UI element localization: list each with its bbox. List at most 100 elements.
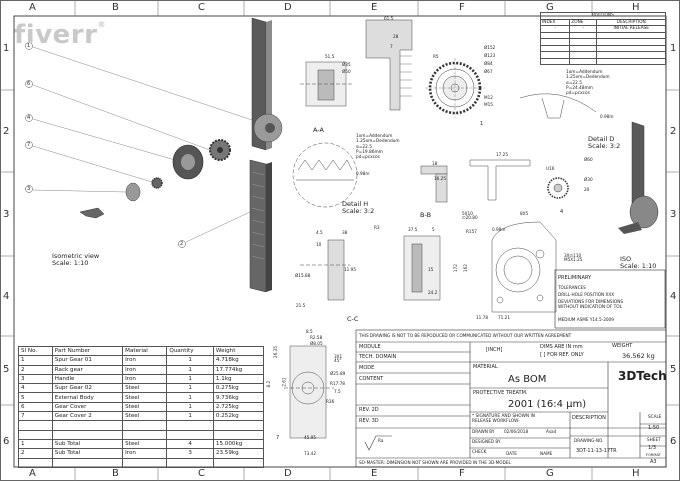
callout-gear-1: 1 [480,121,484,127]
dim-30: Ø30 [584,177,593,182]
zone-row-5: 5 [3,364,10,375]
bom-cell: 3 [18,373,53,385]
tolerance-line-3: DEVIATIONS FOR DIMENSIONS WITHOUT INDICA… [558,300,624,311]
dim-r3: R3 [374,225,380,230]
isometric-view-label: Isometric view Scale: 1:10 [52,252,100,268]
format-value: A3 [650,459,657,465]
bom-cell: Steel [122,411,168,422]
section-aa-view [300,19,413,111]
zone-row-3: 3 [3,209,10,220]
material-label: MATERIAL [473,364,498,370]
zone-col-b: B [112,2,119,13]
callout-gear-4: 4 [560,209,564,215]
bom-cell: 7 [18,411,53,422]
scale-value: 1:50 [648,425,660,431]
label-module: MODULE [359,344,381,350]
for-ref-only: [ ] FOR REF. ONLY [540,352,584,358]
bom-cell: 4.718kg [212,355,265,366]
dim-26-35: 26.35 [272,346,278,359]
description-label: DESCRIPTION [572,415,606,421]
zone-col-h-bottom: H [632,468,640,479]
sheet-value: 1/3 [648,445,657,451]
dim-7-5: 7.5 [334,389,341,394]
treatment-value: 2001 (16:4 μm) [508,399,587,410]
label-content: CONTENT [359,376,384,382]
bom-total-cell: 1 [18,438,53,450]
bom-cell: 1 [166,401,214,413]
weight-label: WEIGHT [612,343,633,349]
drawing-no-label: DRAWING-NO. [574,438,604,443]
bom-header-part: Part Number [51,345,124,357]
drawn-by-label: DRAWN BY [472,429,495,434]
watermark-mark: ® [97,20,106,29]
dim-3x1: 3X1 45° [334,354,343,364]
fiverr-watermark: fiverr® [14,20,106,50]
bom-cell: 1 [166,392,214,403]
watermark-text: fiverr [14,20,98,50]
bom-cell: 4 [18,383,53,394]
title-block-notice: THIS DRAWING IS NOT TO BE REPODUCED OR C… [359,333,572,338]
dim-50: Ø50 [342,69,351,74]
iso-view [618,121,659,234]
signature-note: * SIGNATURE AND SHOWN IN RELEASE WORKFLO… [472,414,535,425]
section-cc-label: C-C [347,315,359,323]
roughness-label: Ra [378,438,384,443]
dim-11-95: 11.95 [344,267,356,272]
dim-m15: M15 [484,102,493,107]
bom-cell: Supr Gear 02 [51,383,124,394]
bom-cell: 2 [18,364,53,375]
dim-u16: U16 [546,166,555,171]
section-aa-label: A-A [313,126,324,134]
dim-152: Ø152 [484,45,496,50]
bom-total-cell: Iron [122,448,168,459]
dim-25-89: Ø25.89 [330,371,346,376]
weight-value: 36.562 kg [622,352,655,360]
dim-r2-58: R2.58 [310,335,323,340]
dim-71-21: 71.21 [498,315,510,320]
drawn-date: 02/06/2018 [504,429,529,434]
dim-5x10: 5X10 ∅20.80 [462,211,478,221]
label-rev-2d: REV. 2D [359,407,379,413]
dim-7: 7 [390,44,393,49]
bom-cell: 17.774kg [212,364,265,375]
bom-cell: Iron [122,355,168,366]
gear-spec-note-2: 1xm=Addendum 1.25xm=Dedendum α=22.5 P=19… [356,134,400,161]
dim-0-98-c: 0.98m [492,227,506,232]
dim-21-5: 21.5 [296,303,306,308]
dim-28: 28 [393,34,399,39]
dim-61-5: 61.5 [384,16,394,21]
drawing-no-value: 3DT-11-13-17TR [576,448,617,454]
unit-inch: [INCH] [486,347,503,353]
dim-45-95: 45.95 [304,435,316,440]
zone-row-2: 2 [3,126,10,137]
bom-cell: 1 [166,364,214,375]
dim-11-78: 11.78 [476,315,488,320]
zone-col-h: H [632,2,640,13]
section-cc-view [300,239,350,301]
material-value: As BOM [508,374,547,385]
dim-60: Ø60 [584,157,593,162]
callout-4: 4 [27,115,31,121]
dim-20: 20 [584,187,590,192]
bom-cell: Handle [51,373,124,385]
title-block-frame [355,269,667,468]
scale-label: SCALE [648,414,662,419]
roughness-symbol [364,435,392,451]
bom-cell: Steel [122,401,168,413]
format-label: FORMAT [646,453,661,457]
bracket-view [469,159,531,201]
zone-row-2-right: 2 [670,126,677,137]
bom-cell: Steel [122,383,168,394]
rack-detail-view [292,142,358,208]
zone-col-e-bottom: E [371,468,378,479]
dim-17-25: 17.25 [496,152,508,157]
side-profile-view [403,235,441,301]
inner-border [13,15,667,468]
zone-col-b-bottom: B [112,468,119,479]
iso-view-label: ISO Scale: 1:10 [620,255,657,271]
zone-row-5-right: 5 [670,364,677,375]
dim-123: Ø123 [484,53,496,58]
dim-15: 15 [428,267,434,272]
